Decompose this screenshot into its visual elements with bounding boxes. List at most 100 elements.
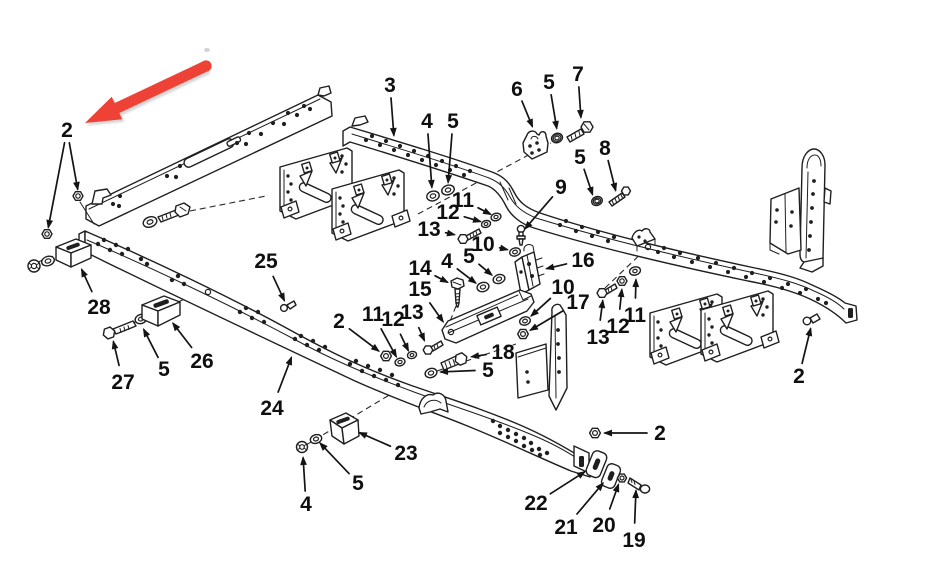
washer-left: [40, 255, 56, 267]
callout-arrowhead: [389, 127, 397, 137]
callout-number: 11: [362, 303, 385, 326]
callout-number: 5: [463, 245, 475, 268]
callout-number: 3: [384, 74, 396, 97]
callout-number: 12: [606, 315, 629, 338]
center-support-bracket: [515, 303, 568, 411]
callout-number: 2: [654, 422, 666, 445]
callout-arrowhead: [81, 268, 88, 278]
callout-leader: [47, 141, 66, 228]
callout-arrowhead: [470, 352, 480, 360]
callout-arrowhead: [529, 323, 539, 331]
right-frame-rail: [342, 115, 858, 324]
callout-leader: [447, 133, 453, 183]
locknut-left: [27, 259, 41, 273]
bolt-13-upper: [457, 228, 482, 245]
callout-number: 28: [87, 296, 111, 319]
nut-17: [517, 328, 529, 340]
callout-arrowhead: [526, 118, 533, 128]
callout-number: 11: [452, 189, 475, 212]
callout-number: 5: [447, 110, 459, 133]
lower-hardware: [379, 340, 468, 379]
callout-number: 20: [592, 514, 615, 537]
callout-number: 13: [586, 326, 609, 349]
callout-arrowhead: [545, 263, 555, 271]
callout-arrowhead: [436, 313, 444, 323]
callout-number: 21: [554, 516, 578, 539]
callout-number: 10: [551, 276, 574, 299]
callout-number: 5: [482, 359, 494, 382]
callout-number: 4: [421, 110, 433, 133]
callout-number: 17: [566, 291, 589, 314]
rivet-screw-right: [802, 313, 821, 326]
callout-number: 7: [572, 63, 584, 86]
front-crossmember: [78, 85, 333, 256]
plate-15: [441, 289, 535, 344]
callout-arrowhead: [445, 174, 453, 184]
callout-arrowhead: [370, 343, 380, 352]
fitting-9: [516, 224, 526, 246]
callout-number: 2: [793, 365, 805, 388]
callout-arrowhead: [603, 429, 612, 437]
red-arrow-shape: [85, 61, 209, 123]
callout-arrowhead: [73, 181, 80, 191]
callout-number: 22: [524, 492, 547, 515]
rail-clamp: [631, 228, 656, 252]
callout-leader: [68, 141, 79, 190]
callout-arrowhead: [598, 299, 606, 309]
callout-arrowhead: [632, 489, 640, 499]
bolt-13-right: [596, 283, 618, 298]
bolt-7: [566, 121, 594, 143]
callout-arrowhead: [483, 267, 493, 276]
washer-5-23: [309, 433, 323, 445]
callout-number: 24: [260, 397, 284, 420]
callout-arrowhead: [402, 342, 409, 352]
callout-arrowhead: [358, 432, 368, 439]
callout-arrowhead: [389, 348, 397, 358]
callout-number: 2: [333, 310, 345, 333]
callout-arrowhead: [576, 471, 586, 479]
callout-arrowhead: [617, 288, 625, 298]
rail-end-parts: [585, 427, 651, 494]
callout-arrowhead: [427, 179, 435, 189]
callout-arrowhead: [482, 207, 492, 215]
nut-2-railend: [588, 427, 602, 439]
nut-12-right: [616, 276, 628, 286]
bolt-27: [102, 320, 137, 340]
right-trio-hardware: [596, 266, 642, 298]
rivet-screw-25: [279, 300, 297, 313]
callout-arrowhead: [46, 219, 54, 229]
callout-number: 9: [555, 176, 567, 199]
rail-saddle-bump: [418, 392, 449, 415]
callout-arrowhead: [805, 327, 813, 337]
callout-number: 2: [61, 119, 73, 142]
callout-number: 5: [574, 146, 586, 169]
bracket-28: [55, 238, 92, 268]
callout-arrowhead: [446, 229, 456, 237]
bolt-18: [440, 352, 468, 371]
callout-number: 16: [571, 249, 594, 272]
callout-arrowhead: [111, 340, 119, 350]
callout-number: 13: [417, 218, 440, 241]
callout-arrowhead: [499, 244, 509, 252]
locknut-4-23: [295, 440, 309, 454]
callout-arrowhead: [472, 216, 482, 223]
callout-number: 5: [352, 472, 364, 495]
callout-number: 12: [436, 201, 459, 224]
callout-number: 4: [300, 493, 312, 516]
callout-number: 18: [491, 341, 515, 364]
nut-2-upper: [72, 190, 95, 225]
callout-number: 13: [400, 301, 423, 324]
callout-number: 19: [622, 529, 645, 552]
callout-arrowhead: [319, 442, 328, 451]
callout-arrowhead: [300, 456, 307, 466]
scan-smudge: [204, 48, 210, 52]
callout-arrowhead: [612, 483, 620, 493]
callout-arrowhead: [439, 275, 449, 283]
bolt-14: [450, 277, 465, 308]
lifting-bracket-gusset: [769, 187, 802, 255]
lifting-bracket: [799, 148, 832, 273]
callout-arrowhead: [610, 182, 618, 192]
